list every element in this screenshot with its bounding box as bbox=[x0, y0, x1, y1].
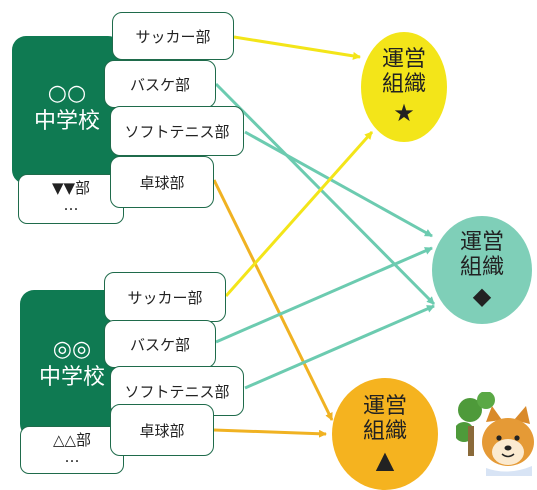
school-a-club-soccer: サッカー部 bbox=[112, 12, 234, 60]
org-triangle: 運営 組織 ▲ bbox=[332, 378, 438, 490]
school-a-club-soft-tennis: ソフトテニス部 bbox=[110, 106, 244, 156]
school-b-name-line2: 中学校 bbox=[38, 365, 105, 390]
arrow-b-basket-to-diamond bbox=[215, 246, 433, 344]
school-a-other-clubs: ▼▼部 … bbox=[18, 174, 124, 224]
club-label: ソフトテニス部 bbox=[124, 382, 230, 401]
org-star-line2: 組織 bbox=[381, 72, 426, 97]
org-diamond: 運営 組織 ◆ bbox=[432, 216, 532, 324]
org-triangle-line2: 組織 bbox=[362, 419, 407, 444]
triangle-icon: ▲ bbox=[375, 446, 395, 474]
club-label: サッカー部 bbox=[127, 288, 203, 307]
connection-arrows bbox=[212, 35, 436, 438]
star-icon: ★ bbox=[393, 99, 415, 127]
org-diamond-line1: 運営 bbox=[459, 230, 504, 255]
org-diamond-line2: 組織 bbox=[459, 255, 504, 280]
org-star-line1: 運営 bbox=[381, 47, 426, 72]
school-a-club-table-tennis: 卓球部 bbox=[110, 156, 214, 208]
school-a-extra-club: ▼▼部 bbox=[51, 179, 91, 197]
club-label: 卓球部 bbox=[139, 421, 185, 440]
school-a-name-line1: ○○ bbox=[47, 81, 87, 106]
club-organization-diagram: ○○ 中学校 ▼▼部 … サッカー部 バスケ部 ソフトテニス部 卓球部 ◎◎ 中… bbox=[12, 12, 534, 490]
shiba-dog-mascot-icon bbox=[456, 392, 534, 476]
club-label: 卓球部 bbox=[139, 173, 185, 192]
arrow-a-tennis-to-diamond bbox=[244, 130, 433, 238]
school-b-other-clubs: △△部 … bbox=[20, 426, 124, 474]
school-a-name-line2: 中学校 bbox=[33, 109, 100, 134]
arrow-b-soccer-to-star bbox=[224, 131, 374, 297]
club-label: サッカー部 bbox=[135, 27, 211, 46]
arrow-a-soccer-to-star bbox=[233, 35, 361, 60]
school-a-club-basketball: バスケ部 bbox=[104, 60, 216, 108]
arrow-a-basket-to-diamond bbox=[214, 82, 436, 306]
org-star: 運営 組織 ★ bbox=[361, 32, 447, 142]
school-b-name-line1: ◎◎ bbox=[52, 337, 92, 362]
org-triangle-line1: 運営 bbox=[362, 394, 407, 419]
club-label: ソフトテニス部 bbox=[124, 122, 230, 141]
school-a-block: ○○ 中学校 bbox=[12, 36, 122, 184]
school-b-club-table-tennis: 卓球部 bbox=[110, 404, 214, 456]
school-b-club-soccer: サッカー部 bbox=[104, 272, 226, 322]
club-label: バスケ部 bbox=[129, 335, 190, 354]
club-label: バスケ部 bbox=[129, 75, 190, 94]
arrow-b-tennis-to-diamond bbox=[244, 304, 435, 390]
school-b-extra-more: … bbox=[64, 448, 80, 466]
school-a-extra-more: … bbox=[63, 196, 79, 214]
arrow-b-tabletennis-to-triangle bbox=[213, 428, 327, 438]
diamond-icon: ◆ bbox=[472, 282, 492, 310]
arrow-a-tabletennis-to-triangle bbox=[212, 179, 334, 421]
school-b-extra-club: △△部 bbox=[52, 431, 92, 449]
school-b-club-basketball: バスケ部 bbox=[104, 320, 216, 368]
